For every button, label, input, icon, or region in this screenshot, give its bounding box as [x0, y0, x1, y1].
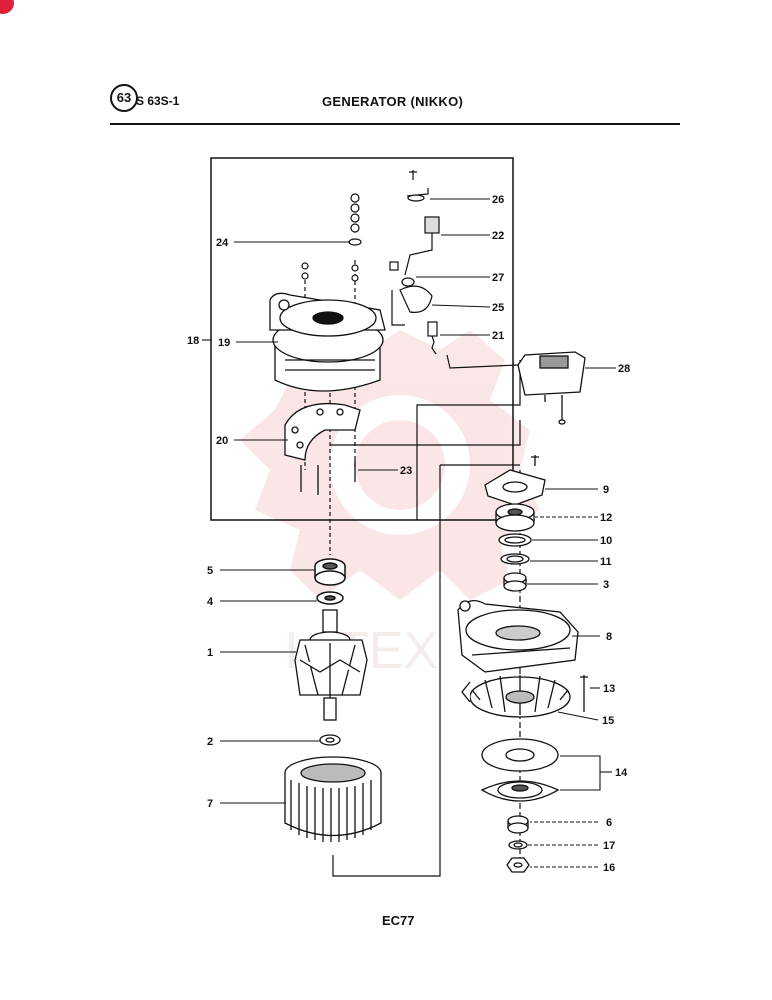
callout-24: 24 [216, 237, 229, 249]
callout-12: 12 [600, 512, 612, 524]
callout-13: 13 [603, 683, 615, 695]
page-title: GENERATOR (NIKKO) [322, 94, 464, 109]
callout-26: 26 [492, 194, 504, 206]
terminal-nut-stack [301, 193, 362, 282]
callout-10: 10 [600, 535, 612, 547]
rear-assembly-frame [210, 157, 514, 521]
callout-2: 2 [207, 736, 213, 748]
callout-6: 6 [606, 817, 612, 829]
callout-14: 14 [615, 767, 628, 779]
stator-part [284, 756, 382, 842]
terminal-group [389, 170, 440, 355]
callout-3: 3 [603, 579, 609, 591]
figure-code: EC77 [382, 913, 415, 928]
front-bearing-stack [484, 455, 546, 592]
callout-25: 25 [492, 302, 504, 314]
callout-17: 17 [603, 840, 615, 852]
section-number-badge: 63 [110, 84, 138, 112]
rotor-part [294, 609, 368, 721]
callout-9: 9 [603, 484, 609, 496]
front-cover-part [457, 599, 579, 673]
callout-22: 22 [492, 230, 504, 242]
header-divider [110, 123, 680, 125]
corner-tab-marker [0, 0, 14, 14]
callout-5: 5 [207, 565, 213, 577]
pulley-hardware [506, 815, 530, 873]
ic-regulator-part [517, 351, 586, 425]
callout-27: 27 [492, 272, 504, 284]
callout-21: 21 [492, 330, 504, 342]
callout-8: 8 [606, 631, 612, 643]
fan-part [461, 675, 588, 718]
leader-lines [202, 198, 616, 868]
callout-23: 23 [400, 465, 412, 477]
spacer-part [319, 734, 341, 746]
callout-20: 20 [216, 435, 228, 447]
callout-15: 15 [602, 715, 614, 727]
rear-bearing-part [314, 558, 346, 605]
callout-28: 28 [618, 363, 630, 375]
pulley-part [480, 738, 560, 802]
callout-18: 18 [187, 335, 199, 347]
callout-11: 11 [600, 556, 612, 568]
callout-16: 16 [603, 862, 615, 874]
callout-1: 1 [207, 647, 213, 659]
callout-labels: 26 22 24 27 25 21 18 19 28 20 23 9 12 10… [187, 194, 630, 874]
diode-assembly-part [284, 402, 361, 495]
callout-7: 7 [207, 798, 213, 810]
rear-cover-part [269, 292, 386, 392]
section-code: S 63S-1 [136, 94, 180, 108]
callout-4: 4 [207, 596, 214, 608]
callout-19: 19 [218, 337, 230, 349]
